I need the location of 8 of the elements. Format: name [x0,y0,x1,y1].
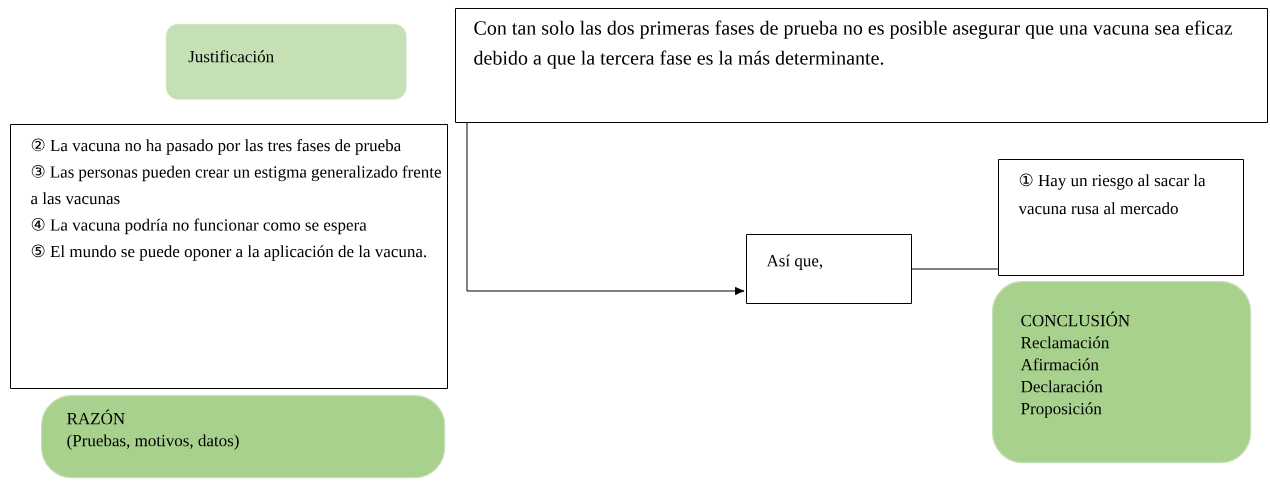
arrow [466,122,745,296]
text-box: ① Hay un riesgo al sacar la vacuna rusa al mercado [998,159,1244,276]
label-box: RAZÓN (Pruebas, motivos, datos) [41,395,446,479]
label-box: Justificación [166,24,407,100]
label-box: CONCLUSIÓN Reclamación Afirmación Declaración Proposición [992,281,1252,464]
text-box: Con tan solo las dos primeras fases de prueba no es posible asegurar que una vacuna sea eficaz debido a que la tercera fase es la más determinante. [455,8,1268,123]
text-box: ② La vacuna no ha pasado por las tres fases de prueba ③ Las personas pueden crear un estigma generalizado frente a las vacunas ④ La vacuna podría no funcionar como se espera ⑤ El mundo se puede oponer a la aplicación de la vacuna. [10,124,448,389]
text-box: Así que, [746,234,912,304]
